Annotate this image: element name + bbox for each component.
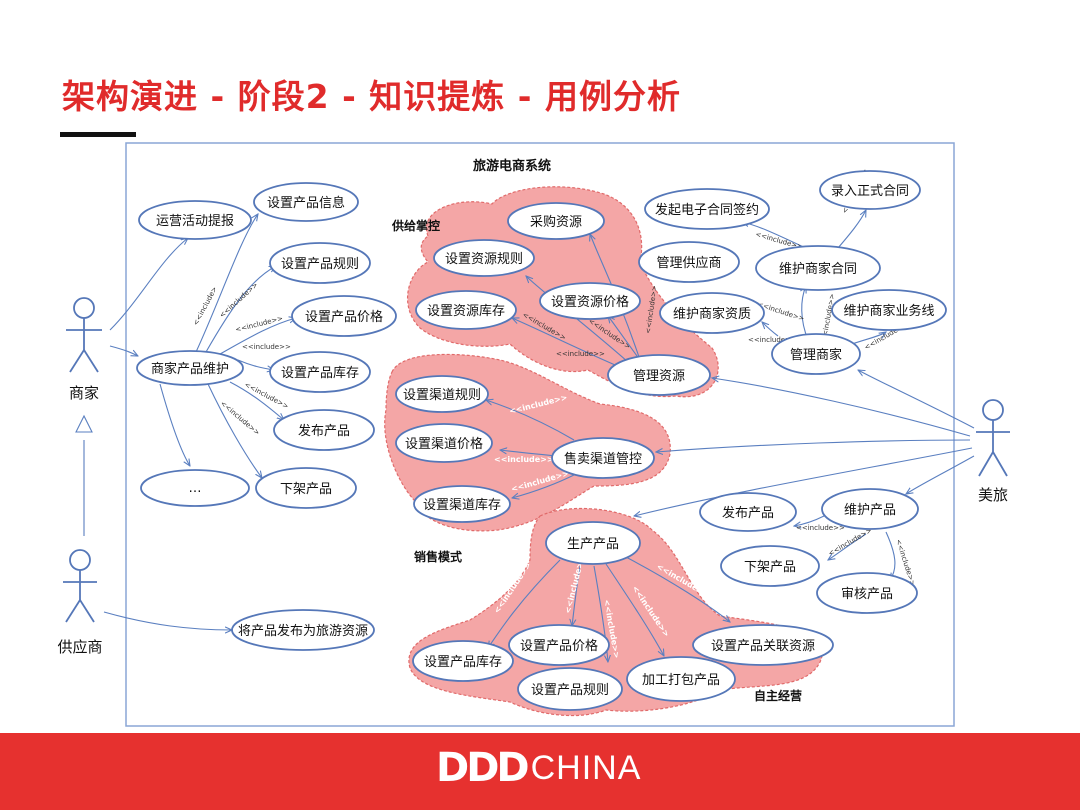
use-case-m-set-product-rule: 设置产品规则 xyxy=(517,667,623,711)
use-case-label: 设置产品价格 xyxy=(520,638,598,654)
use-case-maintain-merchant-contract: 维护商家合同 xyxy=(755,245,881,291)
footer-bar xyxy=(0,733,1080,810)
use-case-set-channel-price: 设置渠道价格 xyxy=(395,423,493,463)
use-case-label: 设置资源规则 xyxy=(445,252,523,267)
use-case-maintain-merchant-qual: 维护商家资质 xyxy=(659,292,765,334)
use-case-label: 发起电子合同签约 xyxy=(655,202,759,218)
use-case-m-set-product-price: 设置产品价格 xyxy=(508,624,610,666)
group-label-sales-mode: 销售模式 xyxy=(414,549,462,564)
include-label: <<include>> xyxy=(242,343,291,351)
use-case-set-product-stock: 设置产品库存 xyxy=(269,351,371,393)
use-case-label: 设置渠道价格 xyxy=(405,436,483,452)
use-case-m-set-product-stock: 设置产品库存 xyxy=(412,640,514,682)
use-case-enter-contract: 录入正式合同 xyxy=(819,170,921,210)
include-label: <<include>> xyxy=(748,336,797,344)
use-case-label: 运营活动提报 xyxy=(156,213,234,229)
use-case-label: 设置渠道库存 xyxy=(423,497,501,513)
group-label-self-operated: 自主经营 xyxy=(754,688,802,703)
use-case-label: 下架产品 xyxy=(744,560,796,575)
use-case-label: 设置资源价格 xyxy=(551,294,629,310)
use-case-package-product: 加工打包产品 xyxy=(626,656,736,702)
use-case-label: 商家产品维护 xyxy=(151,361,229,377)
include-label: <<include>> xyxy=(556,350,605,358)
use-case-label: 设置产品价格 xyxy=(305,309,383,325)
use-case-ellipsis: … xyxy=(140,469,250,507)
actor-label-meilv: 美旅 xyxy=(978,486,1008,504)
use-case-m-publish-product: 发布产品 xyxy=(699,492,797,532)
use-case-unlist-product: 下架产品 xyxy=(255,467,357,509)
use-case-label: 维护产品 xyxy=(844,503,896,518)
use-case-produce-product: 生产产品 xyxy=(545,521,641,565)
use-case-set-channel-rule: 设置渠道规则 xyxy=(395,375,489,413)
use-case-label: … xyxy=(189,481,202,496)
use-case-label: 发布产品 xyxy=(722,505,774,521)
page-title: 架构演进 - 阶段2 - 知识提炼 - 用例分析 xyxy=(62,77,681,116)
use-case-label: 设置产品规则 xyxy=(531,683,609,698)
use-case-label: 采购资源 xyxy=(530,214,582,230)
use-case-set-product-related-res: 设置产品关联资源 xyxy=(692,624,834,666)
use-case-channel-control: 售卖渠道管控 xyxy=(551,437,655,479)
use-case-publish-product: 发布产品 xyxy=(273,409,375,451)
logo-thin-text: CHINA xyxy=(530,748,642,787)
use-case-set-product-price: 设置产品价格 xyxy=(291,295,397,337)
use-case-label: 管理资源 xyxy=(633,369,685,384)
use-case-set-resource-price: 设置资源价格 xyxy=(539,282,641,320)
include-label: <<include>> xyxy=(494,455,554,464)
use-case-label: 录入正式合同 xyxy=(831,184,909,199)
use-case-initiate-econtract: 发起电子合同签约 xyxy=(644,188,770,230)
use-case-maintain-merchant-biz: 维护商家业务线 xyxy=(831,289,947,331)
actor-supplier xyxy=(63,549,97,623)
use-case-label: 设置产品库存 xyxy=(281,365,359,381)
use-case-maintain-product: 维护产品 xyxy=(821,488,919,530)
title-underline xyxy=(60,132,136,137)
use-case-label: 设置产品库存 xyxy=(424,654,502,670)
use-case-set-product-info: 设置产品信息 xyxy=(253,182,359,222)
use-case-label: 发布产品 xyxy=(298,423,350,439)
use-cases: 运营活动提报 设置产品信息 设置产品规则 设置产品价格 商家产品维护 设置产品库… xyxy=(136,170,947,711)
system-name: 旅游电商系统 xyxy=(473,158,551,174)
use-case-manage-merchant: 管理商家 xyxy=(771,333,861,375)
use-case-diagram: 旅游电商系统 供给掌控 销售模式 自主经营 xyxy=(57,142,1010,727)
use-case-label: 维护商家合同 xyxy=(779,261,857,277)
use-case-merchant-product-maint: 商家产品维护 xyxy=(136,350,244,386)
use-case-label: 将产品发布为旅游资源 xyxy=(238,623,368,639)
use-case-label: 售卖渠道管控 xyxy=(564,451,642,467)
use-case-label: 设置产品关联资源 xyxy=(711,639,815,654)
actor-label-supplier: 供应商 xyxy=(57,638,102,656)
include-label: <<include> xyxy=(192,285,219,327)
use-case-manage-supplier: 管理供应商 xyxy=(638,241,740,283)
use-case-label: 设置资源库存 xyxy=(427,303,505,319)
use-case-label: 审核产品 xyxy=(841,587,893,602)
use-case-review-product: 审核产品 xyxy=(816,572,918,614)
actor-label-merchant: 商家 xyxy=(69,384,99,402)
use-case-set-product-rule: 设置产品规则 xyxy=(269,242,371,284)
use-case-label: 下架产品 xyxy=(280,482,332,497)
use-case-ops-activity: 运营活动提报 xyxy=(138,200,252,240)
use-case-label: 设置产品规则 xyxy=(281,257,359,272)
use-case-m-unlist-product: 下架产品 xyxy=(720,545,820,587)
logo-bold-text: DDD xyxy=(436,745,530,791)
use-case-label: 生产产品 xyxy=(567,537,619,552)
use-case-label: 加工打包产品 xyxy=(642,673,720,688)
use-case-label: 管理商家 xyxy=(790,347,842,363)
include-label: <<include>> xyxy=(796,524,845,532)
use-case-manage-resource: 管理资源 xyxy=(607,354,711,396)
ddd-china-logo: DDD CHINA xyxy=(436,745,642,791)
use-case-label: 管理供应商 xyxy=(656,255,721,271)
use-case-set-resource-stock: 设置资源库存 xyxy=(415,290,517,330)
use-case-set-resource-rule: 设置资源规则 xyxy=(433,239,535,277)
use-case-label: 维护商家业务线 xyxy=(843,303,934,319)
use-case-set-channel-stock: 设置渠道库存 xyxy=(413,485,511,523)
use-case-label: 设置渠道规则 xyxy=(403,388,481,403)
use-case-publish-as-travel-resource: 将产品发布为旅游资源 xyxy=(231,609,375,651)
use-case-label: 维护商家资质 xyxy=(673,306,751,322)
actor-merchant xyxy=(66,297,102,373)
actor-meilv xyxy=(976,399,1010,477)
group-label-supply-control: 供给掌控 xyxy=(391,218,440,233)
system-boundary xyxy=(125,142,955,727)
generalization-arrow xyxy=(75,414,93,433)
use-case-label: 设置产品信息 xyxy=(267,195,345,211)
use-case-purchase-resource: 采购资源 xyxy=(507,202,605,240)
